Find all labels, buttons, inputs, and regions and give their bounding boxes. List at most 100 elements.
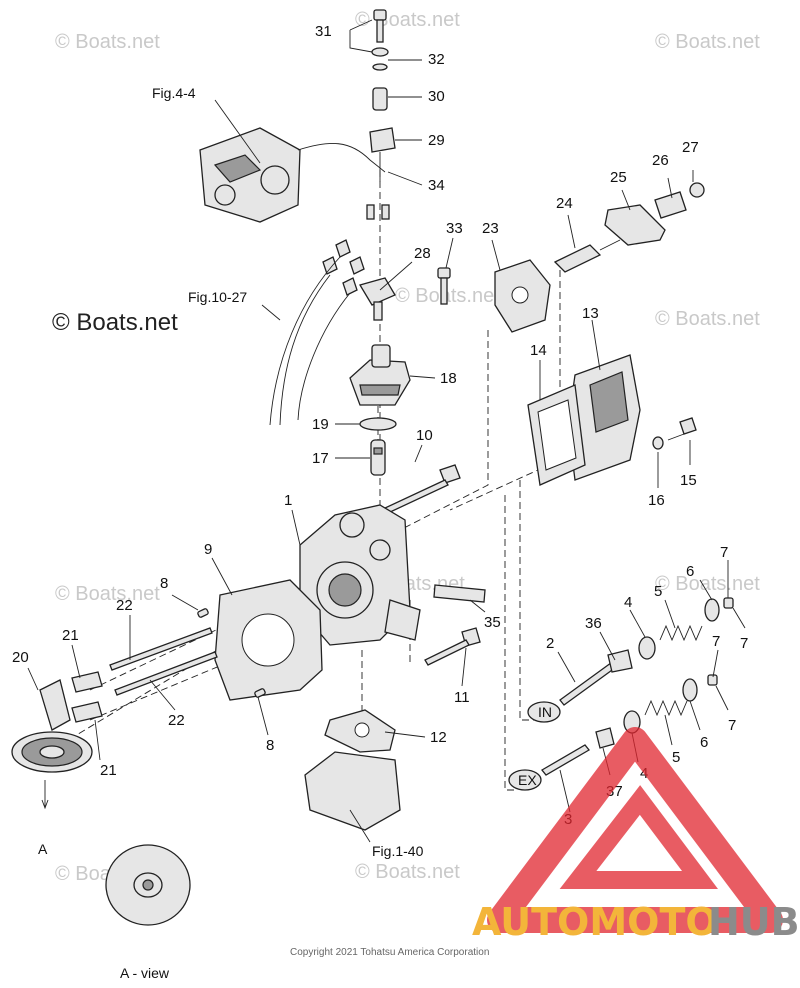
figure-references: Fig.4-4 Fig.10-27 Fig.1-40 A A - view: [38, 85, 424, 981]
callout-9: 9: [204, 541, 212, 558]
callout-29: 29: [428, 132, 445, 149]
watermark: © Boats.net: [355, 861, 460, 883]
part-8-dowel: [197, 608, 209, 618]
part-12-plate: [324, 709, 396, 753]
callout-32: 32: [428, 51, 445, 68]
intake-mark: IN: [538, 704, 552, 720]
callout-12: 12: [430, 729, 447, 746]
callout-7: 7: [720, 544, 728, 561]
part-4-washer: [638, 636, 656, 660]
part-20-camshaft: [11, 679, 93, 810]
part-21-tappet: [71, 671, 103, 693]
part-6-retainer: [704, 598, 720, 622]
fig-1-40-plate: [304, 751, 401, 843]
top-bolt-stack: [369, 9, 396, 182]
brand-part-1: AUTOMOTO: [472, 900, 718, 944]
part-37-valve-seal: [595, 727, 615, 749]
part-5-valve-spring: [659, 624, 703, 642]
part-1-cylinder-head: [299, 504, 421, 646]
part-23-gasket: [494, 259, 551, 333]
part-14-cover-gasket: [527, 384, 586, 486]
callout-7: 7: [712, 633, 720, 650]
callout-1: 1: [284, 492, 292, 509]
part-25-cover: [604, 204, 666, 246]
part-16-washer: [652, 436, 664, 450]
callout-8: 8: [160, 575, 168, 592]
part-19-gasket: [359, 417, 397, 431]
callout-19: 19: [312, 416, 329, 433]
watermark-main: © Boats.net: [52, 309, 178, 336]
part-9-head-gasket: [214, 579, 323, 701]
part-5-valve-spring: [644, 699, 688, 717]
callout-35: 35: [484, 614, 501, 631]
part-2-intake-valve: IN: [527, 659, 620, 723]
callout-24: 24: [556, 195, 573, 212]
callout-5: 5: [654, 583, 662, 600]
a-view-sketch: [105, 844, 191, 926]
part-28-nozzle: [359, 277, 396, 321]
part-6-retainer: [682, 678, 698, 702]
callout-21: 21: [62, 627, 79, 644]
brand-part-2: HUB: [708, 900, 800, 944]
watermark: © Boats.net: [655, 573, 760, 595]
part-33-bolt: [437, 267, 451, 305]
part-22-push-rod: [114, 651, 218, 696]
callout-28: 28: [414, 245, 431, 262]
callout-10: 10: [416, 427, 433, 444]
callout-20: 20: [12, 649, 29, 666]
callout-34: 34: [428, 177, 445, 194]
callout-leaders: [27, 19, 746, 813]
a-view-label: A - view: [120, 965, 170, 981]
watermark: © Boats.net: [655, 31, 760, 53]
fig-4-4-label: Fig.4-4: [152, 85, 196, 101]
a-label: A: [38, 841, 48, 857]
part-26-fitting: [654, 191, 687, 219]
part-8-dowel: [254, 688, 266, 698]
part-7-valve-keeper: [723, 597, 734, 609]
callout-25: 25: [610, 169, 627, 186]
callout-30: 30: [428, 88, 445, 105]
watermark: © Boats.net: [55, 31, 160, 53]
callout-2: 2: [546, 635, 554, 652]
part-27-cap: [689, 182, 705, 198]
assembly-lines: [59, 170, 561, 791]
callout-23: 23: [482, 220, 499, 237]
copyright: Copyright 2021 Tohatsu America Corporati…: [290, 947, 489, 958]
fig-10-27-label: Fig.10-27: [188, 289, 247, 305]
watermark: © Boats.net: [55, 583, 160, 605]
callout-11: 11: [454, 689, 470, 706]
callout-17: 17: [312, 450, 329, 467]
callout-7: 7: [740, 635, 748, 652]
callout-5: 5: [672, 749, 680, 766]
callout-36: 36: [585, 615, 602, 632]
callout-22: 22: [116, 597, 133, 614]
part-22-push-rod: [109, 627, 213, 671]
part-17-thermostat: [370, 439, 386, 476]
callout-33: 33: [446, 220, 463, 237]
callout-27: 27: [682, 139, 699, 156]
part-10-bolt: [384, 464, 461, 514]
part-15-bolt: [667, 417, 697, 441]
callouts: 31 32 30 29 34 27 26 25 24 23 33 28 13 1…: [12, 23, 748, 828]
callout-31: 31: [315, 23, 332, 40]
automotohub-logo: AUTOMOTO HUB: [472, 727, 800, 944]
callout-21: 21: [100, 762, 117, 779]
part-21-tappet: [71, 701, 103, 723]
part-24-plug: [553, 239, 621, 273]
callout-4: 4: [624, 594, 632, 611]
callout-6: 6: [700, 734, 708, 751]
callout-16: 16: [648, 492, 665, 509]
callout-8: 8: [266, 737, 274, 754]
part-13-valve-cover: [567, 354, 641, 481]
callout-13: 13: [582, 305, 599, 322]
callout-15: 15: [680, 472, 697, 489]
part-3-exhaust-valve: EX: [508, 744, 590, 791]
callout-14: 14: [530, 342, 547, 359]
callout-6: 6: [686, 563, 694, 580]
callout-18: 18: [440, 370, 457, 387]
part-7-valve-keeper: [707, 674, 718, 686]
part-18-housing: [349, 344, 411, 406]
callout-7: 7: [728, 717, 736, 734]
watermark: © Boats.net: [355, 9, 460, 31]
